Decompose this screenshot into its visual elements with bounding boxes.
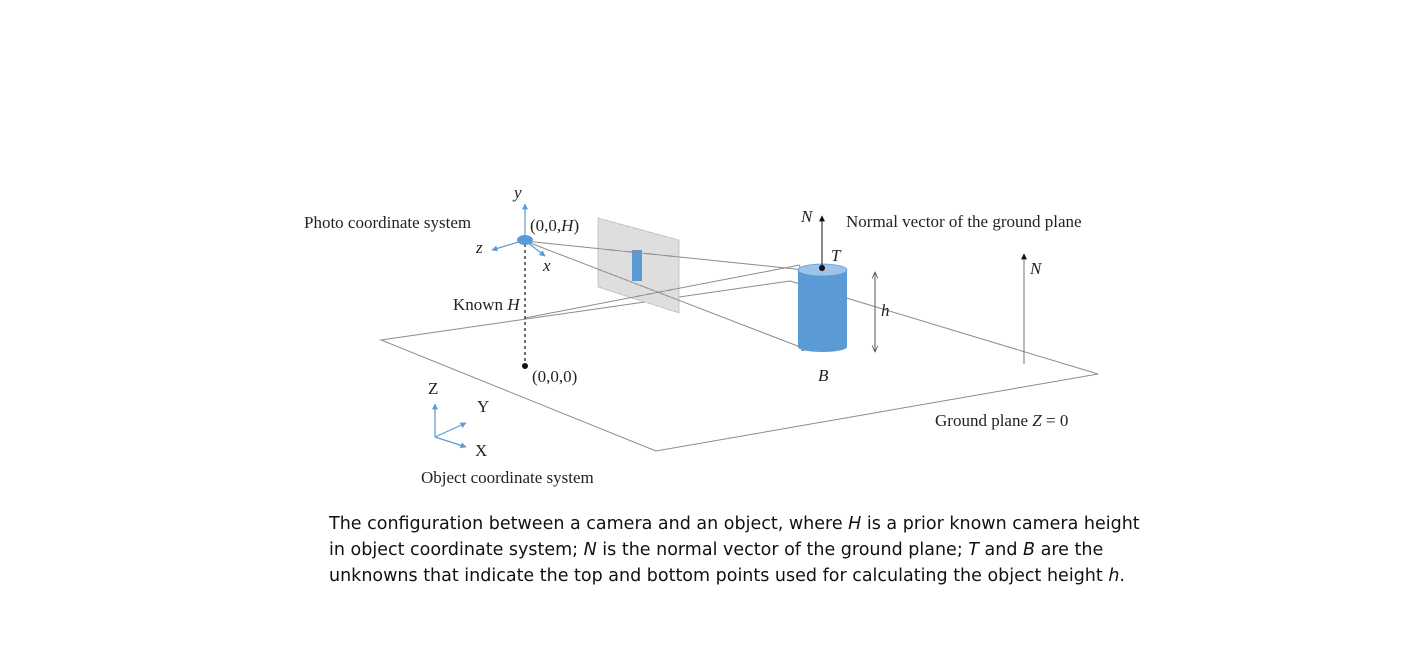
photo-z-label: z [475, 238, 483, 257]
object-cylinder-body [798, 270, 847, 347]
ground-plane-label: Ground plane Z = 0 [935, 411, 1068, 430]
object-projection [632, 250, 642, 281]
ground-origin-point [522, 363, 528, 369]
world-Y-label: Y [477, 397, 489, 416]
bottom-point-label: B [818, 366, 829, 385]
object-cylinder-bottom [798, 342, 847, 352]
photo-x-label: x [542, 256, 551, 275]
world-Y-axis [434, 422, 467, 438]
photo-system-label: Photo coordinate system [304, 213, 471, 232]
ground-origin-label: (0,0,0) [532, 367, 577, 386]
top-point-label: T [831, 246, 842, 265]
normal-vector-label: Normal vector of the ground plane [846, 212, 1082, 231]
known-height-label: Known H [453, 295, 521, 314]
photo-y-label: y [512, 183, 522, 202]
photo-x-axis [526, 241, 546, 257]
camera-icon [517, 235, 533, 245]
ray-to-top [524, 240, 805, 270]
normal-symbol-label: N [800, 207, 814, 226]
figure-caption: The configuration between a camera and a… [329, 514, 1140, 586]
camera-origin-label: (0,0,H) [530, 216, 579, 235]
world-Z-label: Z [428, 379, 438, 398]
ray-to-bottom [524, 240, 808, 350]
top-point-T [819, 265, 825, 271]
ray-ground-line [524, 264, 801, 319]
object-system-label: Object coordinate system [421, 468, 594, 487]
world-X-label: X [475, 441, 487, 460]
world-X-axis [434, 436, 467, 449]
height-symbol-label: h [881, 301, 890, 320]
ground-normal-label: N [1029, 259, 1043, 278]
photo-z-axis [491, 240, 523, 252]
